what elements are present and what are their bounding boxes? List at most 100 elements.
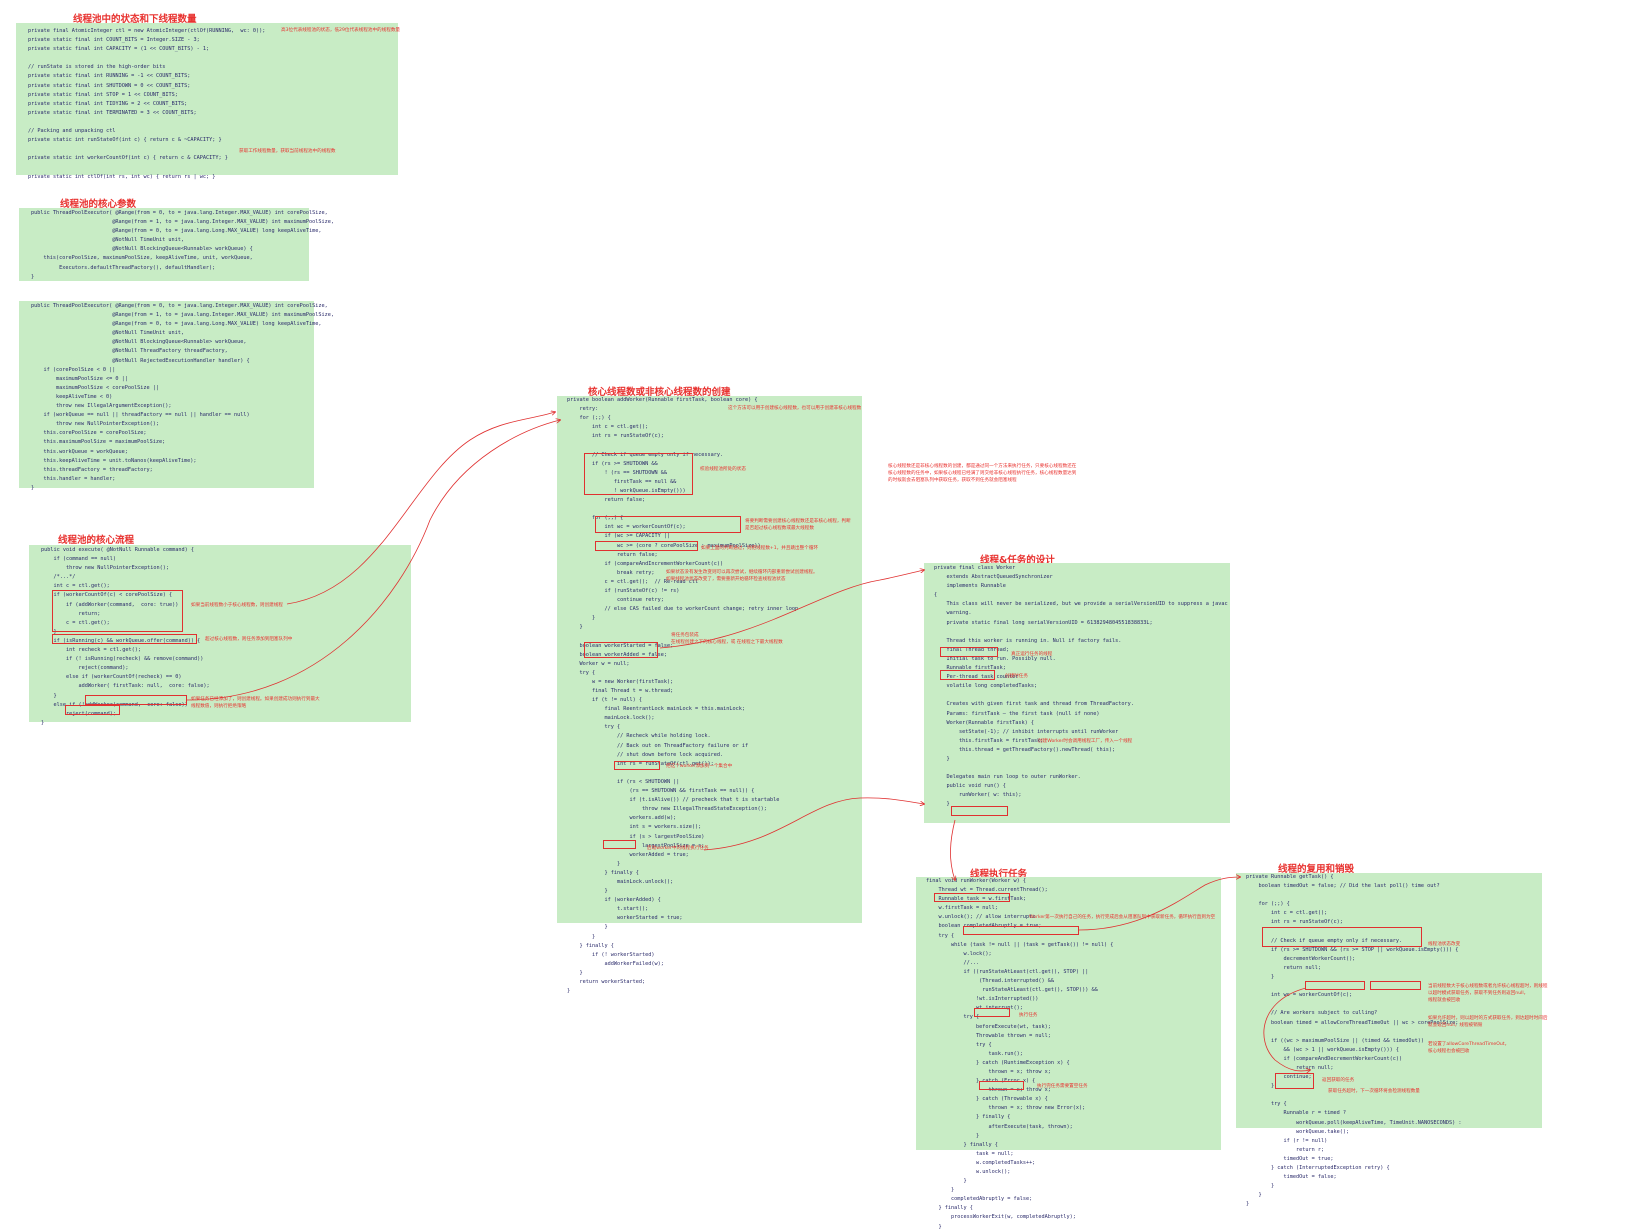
code-line: (Thread.interrupted() && [926,978,1055,985]
code-line: private static final long serialVersionU… [934,619,1153,626]
code-line: } [567,969,583,976]
code-line: Thread this worker is running in. Null i… [934,637,1122,644]
code-line: task.run(); [926,1050,1023,1057]
note-run-exec: 执行任务 [1019,1013,1038,1018]
code-line: int rs = runStateOf(ctl.get()); [567,760,714,767]
code-line: if (s > largestPoolSize) [567,833,705,840]
note-design-thread: 真正运行任务的线程 [1011,652,1053,657]
code-line: /*...*/ [41,574,76,581]
code-line: @NotNull ThreadFactory threadFactory, [31,348,228,355]
code-line: addWorker( firstTask: null, core: false)… [41,683,210,690]
code-line: final void runWorker(Worker w) { [926,878,1026,884]
code-line: @Range(from = 1, to = java.lang.Integer.… [31,219,334,226]
code-line: // runState is stored in the high-order … [28,64,166,71]
highlight-task-init [934,893,1010,902]
code-line: private boolean addWorker(Runnable first… [567,397,758,403]
code-line: for (;;) { [567,515,624,522]
code-line [934,691,1230,700]
code-line: Thread wt = Thread.currentThread(); [926,887,1048,894]
code-line: try { [926,1041,992,1048]
code-line: public void execute( @NotNull Runnable c… [41,547,195,553]
state-code-panel: private final AtomicInteger ctl = new At… [16,23,398,180]
code-line: if (workerAdded) { [567,897,661,904]
code-line: } finally { [926,1205,973,1212]
note-create-state: 校验线程池所处的状态 [700,467,746,472]
run-code-panel: final void runWorker(Worker w) { Thread … [916,877,1221,1230]
code-line: Delegates main run loop to outer runWork… [934,774,1081,781]
code-line: warning. [934,610,972,617]
highlight-queue-offer [52,634,197,644]
code-line: private static final int COUNT_BITS = In… [28,37,200,44]
code-line: runStateAtLeast(ctl.get(), STOP))) && [926,987,1098,994]
code-line: } [567,624,583,631]
note-reuse-dec: 线程池状态改变 [1428,942,1461,947]
code-line: } finally { [926,1114,1011,1121]
code-line: throw new IllegalThreadStateException(); [567,806,767,813]
code-line: if (! workerStarted) [567,951,655,958]
highlight-add-nonCore [85,695,187,705]
code-line: if (addWorker(command, core: true)) [41,601,179,608]
code-line: afterExecute(task, thrown); [926,1123,1073,1130]
code-line: if (rs >= SHUTDOWN && [567,460,658,467]
code-line: //... [926,959,980,966]
code-line: @Range(from = 1, to = java.lang.Integer.… [31,312,334,319]
code-line: int recheck = ctl.get(); [41,647,141,654]
code-line: Per-thread task counter [934,674,1019,681]
note-state-wc: 获取工作线程数量，获取当前线程池中的线程数 [239,149,336,154]
code-line: try { [567,724,621,731]
code-line: continue; [1246,1074,1312,1081]
state-title: 线程池中的状态和下线程数量 [73,14,197,25]
highlight-workers-add [614,761,660,770]
arrow-runworker-down [950,819,955,880]
code-line: } [934,755,950,762]
code-line: timedOut = false; [1246,1174,1337,1181]
code-line: reject(command); [41,710,116,717]
reuse-title: 线程的复用和销毁 [1278,864,1355,875]
note-create-start: 启动worker中的线程执行任务 [647,846,709,851]
code-line: } [1246,1183,1275,1190]
code-line: private Runnable getTask() { [1246,874,1334,880]
code-line: } [567,924,608,931]
code-line: Params: firstTask – the first task (null… [934,710,1100,717]
code-line: workerAdded = true; [567,851,689,858]
code-line: } [934,801,950,808]
code-line: completedAbruptly = false; [926,1196,1033,1203]
code-line [28,163,398,172]
code-line: // shut down before lock acquired. [567,751,724,758]
code-line: reject(command); [41,665,129,672]
code-line: } finally { [926,1141,998,1148]
highlight-core-check [52,590,183,632]
code-line: } [926,1178,967,1185]
code-line: processWorkerExit(w, completedAbruptly); [926,1214,1076,1221]
code-line [934,628,1230,637]
code-line: } catch (RuntimeException x) { [926,1059,1070,1066]
code-line [1246,1029,1542,1038]
code-line: for (;;) { [567,415,611,422]
highlight-first-task [940,670,995,680]
code-line: return workerStarted; [567,979,646,985]
code-line: for (;;) { [1246,901,1290,908]
highlight-capacity [595,516,741,533]
note-design-task: 创建时任务 [1005,674,1028,679]
note-create-worker: 将任务包装成 在线程创建之下的核心线程，或 在线程之下最大线程数 [671,633,783,645]
code-line: public ThreadPoolExecutor( @Range(from =… [31,210,328,216]
code-line: return false; [567,551,658,558]
code-line: final Thread thread; [934,646,1009,653]
code-line: addWorkerFailed(w); [567,960,664,967]
code-line: if (workerCountOf(c) < corePoolSize) { [41,592,173,599]
design-code: private final class Worker extends Abstr… [934,564,1230,810]
highlight-final-thread [940,647,998,657]
code-line: keepAliveTime < 0) [31,393,113,400]
code-line: public void run() { [934,783,1006,790]
code-line: } [567,615,596,622]
code-line: workers.add(w); [567,815,677,822]
design-code-panel: private final class Worker extends Abstr… [924,563,1230,823]
code-line: Executors.defaultThreadFactory(), defaul… [31,264,216,271]
code-line: @NotNull RejectedExecutionHandler handle… [31,357,250,364]
code-line: { [934,592,938,599]
code-line: if (compareAndDecrementWorkerCount(c)) [1246,1055,1403,1062]
code-line: @NotNull TimeUnit unit, [31,330,185,337]
code-line: } [567,888,608,895]
code-line: private static final int TIDYING = 2 << … [28,100,188,107]
